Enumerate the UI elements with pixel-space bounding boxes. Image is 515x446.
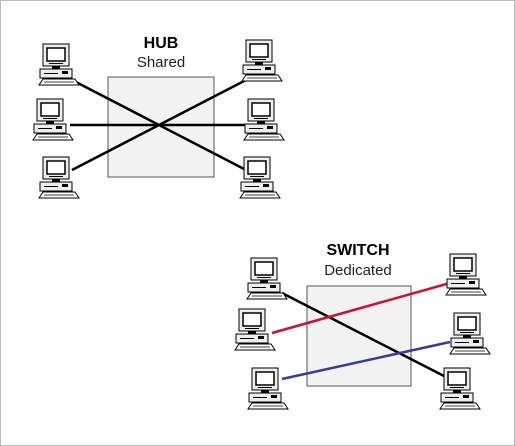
- switch-connections: [271, 281, 451, 381]
- switch-link-red: [271, 281, 451, 335]
- switch-title: SWITCH: [326, 242, 389, 259]
- switch-link-black: [281, 291, 445, 378]
- switch-subtitle: Dedicated: [324, 262, 392, 279]
- switch-group: SWITCH Dedicated: [234, 242, 491, 410]
- hub-connections: [70, 78, 247, 172]
- hub-group: HUB Shared: [32, 35, 285, 199]
- hub-subtitle: Shared: [137, 54, 185, 71]
- switch-link-blue: [281, 340, 451, 381]
- hub-title: HUB: [144, 35, 179, 52]
- hub-link-3: [71, 78, 247, 172]
